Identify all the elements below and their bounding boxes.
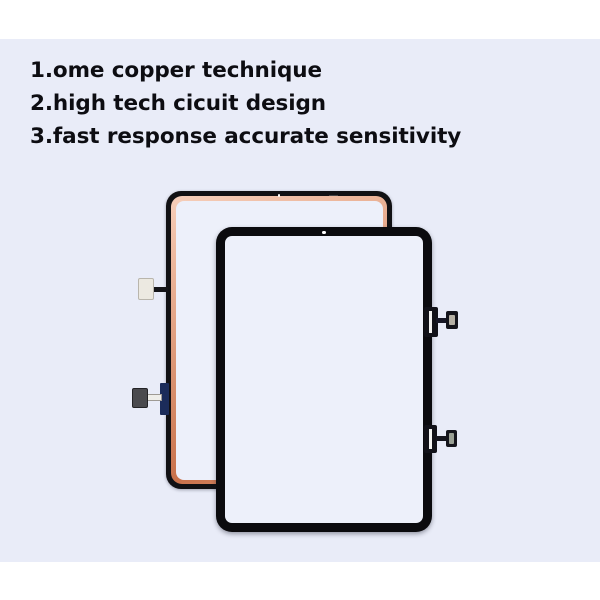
feature-item-1: 1.ome copper technique xyxy=(30,58,322,83)
feature-item-2: 2.high tech cicuit design xyxy=(30,91,327,116)
black-tablet-bottom-flex-slot xyxy=(429,429,432,449)
black-tablet-top-flex-lead xyxy=(436,318,448,323)
feature-item-3: 3.fast response accurate sensitivity xyxy=(30,124,462,149)
gold-tablet-top-flex-connector xyxy=(138,278,154,300)
sensor-slit-icon xyxy=(328,195,338,196)
black-tablet-top-flex-contact xyxy=(449,315,455,325)
gold-tablet-bottom-flex-tape xyxy=(160,383,169,415)
camera-hole-icon xyxy=(277,194,281,197)
black-tablet-bottom-flex-contact xyxy=(449,433,454,444)
black-tablet-bottom-flex-lead xyxy=(436,436,447,441)
feature-list: 1.ome copper technique 2.high tech cicui… xyxy=(30,54,570,153)
black-tablet-glass xyxy=(225,236,423,523)
gold-tablet-bottom-flex-lead xyxy=(146,394,162,401)
gold-tablet-bottom-flex-connector xyxy=(132,388,148,408)
gold-tablet-top-flex-lead xyxy=(152,287,168,292)
camera-hole-icon xyxy=(322,230,326,234)
black-tablet-top-flex-slot xyxy=(429,311,432,333)
black-tablet-digitizer xyxy=(216,227,458,532)
